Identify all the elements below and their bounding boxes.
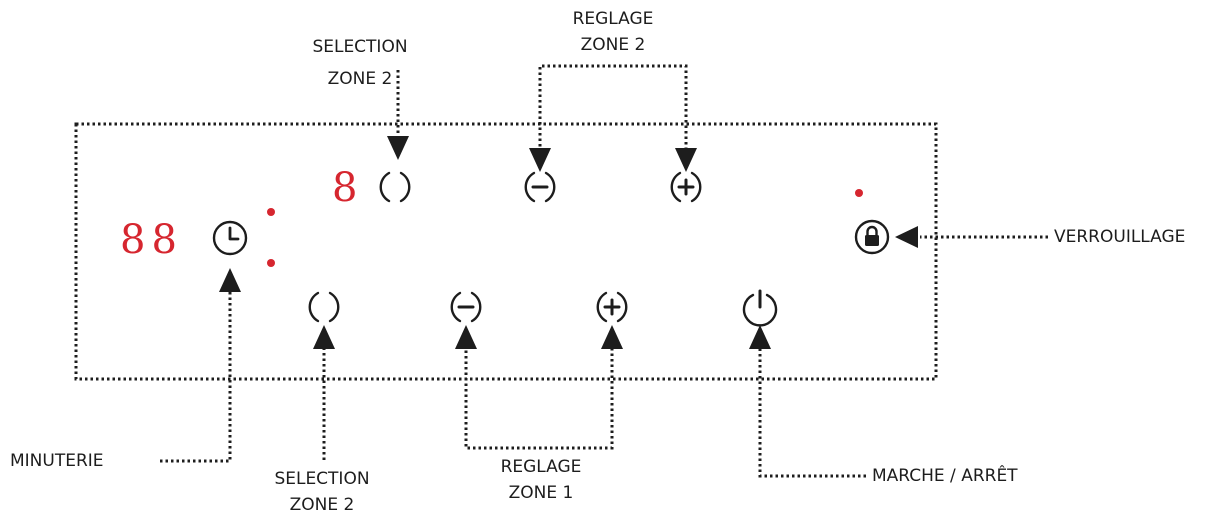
arrowhead-zone1-minus [455, 325, 477, 349]
connector-minuterie [160, 288, 232, 463]
label-marche-arret: MARCHE / ARRÊT [872, 466, 1018, 486]
arrowhead-timer [219, 268, 241, 292]
connector-reglage-zone1 [464, 345, 614, 450]
zone1-minus-button[interactable] [447, 288, 485, 326]
arrowhead-selection-zone2-top [387, 136, 409, 160]
label-selection-zone2-top: SELECTION ZONE 2 [312, 34, 407, 92]
label-verrouillage: VERROUILLAGE [1054, 227, 1186, 247]
arrowhead-zone2-plus [675, 148, 697, 172]
label-reglage-zone1: REGLAGE ZONE 1 [501, 454, 582, 506]
label-line: ZONE 2 [289, 495, 355, 515]
lock-icon [854, 219, 890, 255]
zone-select-icon [379, 171, 411, 203]
label-line: REGLAGE [572, 9, 654, 29]
label-line: ZONE 1 [508, 483, 574, 503]
timer-indicator-dot-top [267, 208, 275, 216]
zone2-minus-button[interactable] [521, 168, 559, 206]
zone2-power-display: 8 [332, 165, 364, 211]
connector-marche-arret [758, 345, 866, 478]
power-icon [742, 289, 778, 327]
minus-icon [450, 291, 482, 323]
arrowhead-power [749, 325, 771, 349]
arrowhead-lock [895, 226, 918, 248]
zone2-select-button[interactable] [376, 168, 414, 206]
zone-select-icon [308, 291, 340, 323]
power-button[interactable] [741, 288, 779, 327]
connector-reglage-zone2 [538, 64, 688, 152]
timer-button[interactable] [211, 219, 249, 257]
minus-icon [524, 171, 556, 203]
label-line: ZONE 2 [580, 35, 646, 55]
label-line: SELECTION [274, 469, 370, 489]
label-selection-zone2-bottom: SELECTION ZONE 2 [274, 466, 369, 518]
plus-icon [596, 291, 628, 323]
zone1-select-button[interactable] [305, 288, 343, 326]
plus-icon [670, 171, 702, 203]
clock-icon [212, 220, 248, 256]
label-reglage-zone2: REGLAGE ZONE 2 [573, 6, 654, 58]
lock-button[interactable] [853, 218, 891, 256]
arrowhead-zone1-select [313, 325, 335, 349]
label-line: ZONE 2 [327, 69, 393, 89]
panel-frame [74, 122, 938, 381]
zone2-plus-button[interactable] [667, 168, 705, 206]
label-minuterie: MINUTERIE [10, 451, 104, 471]
zone1-plus-button[interactable] [593, 288, 631, 326]
label-line: REGLAGE [500, 457, 582, 477]
lock-indicator-dot [855, 189, 863, 197]
arrowhead-zone1-plus [601, 325, 623, 349]
timer-display: 88 [120, 217, 183, 263]
timer-indicator-dot-bottom [267, 259, 275, 267]
label-line: SELECTION [312, 37, 408, 57]
arrowhead-zone2-minus [529, 148, 551, 172]
